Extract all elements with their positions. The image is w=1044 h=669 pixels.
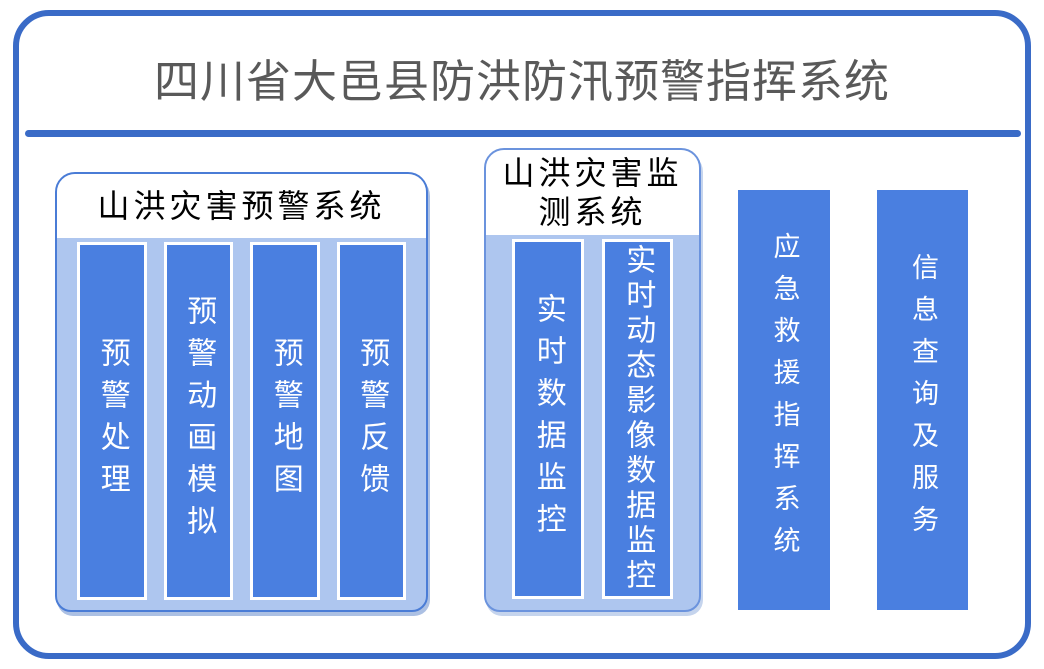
module-realtime-dynamic-video-data-monitoring: 实时动态影像数据监控 — [601, 239, 673, 599]
panel-flood-warning-system: 山洪灾害预警系统 预警处理 预警动画模拟 预警地图 预警反馈 — [55, 172, 428, 612]
module-realtime-data-monitoring: 实时数据监控 — [512, 239, 584, 599]
panel-flood-warning-body: 预警处理 预警动画模拟 预警地图 预警反馈 — [57, 238, 426, 610]
panel-flood-monitoring-system: 山洪灾害监测系统 实时数据监控 实时动态影像数据监控 — [484, 148, 701, 612]
panel-flood-monitoring-title: 山洪灾害监测系统 — [486, 150, 699, 235]
system-emergency-rescue-command: 应急救援指挥系统 — [738, 190, 830, 610]
module-warning-animation-simulation: 预警动画模拟 — [163, 242, 233, 600]
panel-flood-monitoring-body: 实时数据监控 实时动态影像数据监控 — [486, 235, 699, 610]
page-title: 四川省大邑县防洪防汛预警指挥系统 — [153, 55, 890, 107]
outer-frame — [13, 10, 1031, 659]
title-divider — [25, 130, 1021, 137]
module-warning-map: 预警地图 — [250, 242, 320, 600]
module-warning-feedback: 预警反馈 — [336, 242, 406, 600]
module-warning-processing: 预警处理 — [77, 242, 147, 600]
panel-flood-warning-title: 山洪灾害预警系统 — [57, 174, 426, 238]
system-info-query-and-service: 信息查询及服务 — [877, 190, 968, 610]
